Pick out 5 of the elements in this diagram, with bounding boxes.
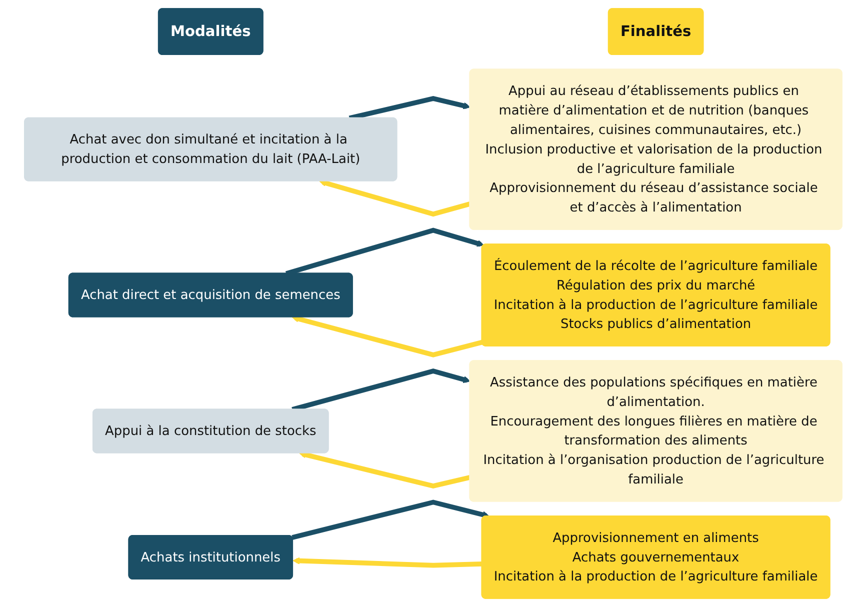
arrow xyxy=(292,315,483,358)
arrow xyxy=(298,451,470,488)
arrow xyxy=(319,180,470,217)
arrow xyxy=(292,557,482,568)
arrow xyxy=(292,500,490,540)
